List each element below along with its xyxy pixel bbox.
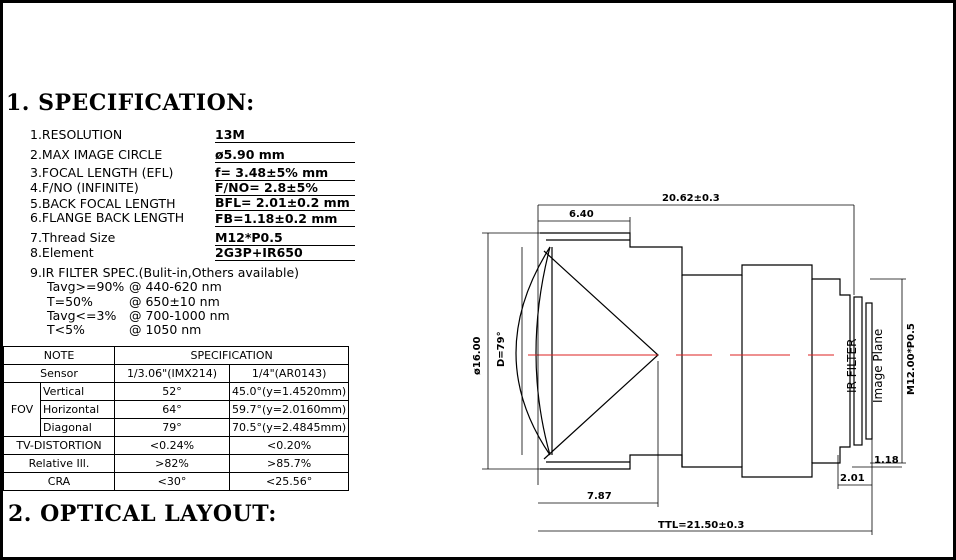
table-header-note: NOTE [3,346,115,365]
spec-label: 6.FLANGE BACK LENGTH [30,210,185,225]
label-image-plane: Image Plane [871,329,885,403]
ir-cond: Tavg<=3% [47,308,117,323]
cell: >82% [114,454,230,473]
dim-ttl: TTL=21.50±0.3 [658,520,744,531]
lens-body [515,232,873,478]
spec-table: NOTE SPECIFICATION Sensor 1/3.06"(IMX214… [3,346,350,491]
row-cra: CRA [3,472,115,491]
spec-value: F/NO= 2.8±5% [215,181,355,196]
cell: 1/4"(AR0143) [228,364,350,383]
cell: <0.24% [114,436,230,455]
spec-label: 2.MAX IMAGE CIRCLE [30,147,163,162]
ir-val: @ 650±10 nm [129,294,220,309]
row-fov: FOV [3,382,41,437]
cell: 1/3.06"(IMX214) [114,364,230,383]
ir-val: @ 440-620 nm [129,279,222,294]
section1-title: 1. SPECIFICATION: [6,90,255,116]
ir-filter-title: 9.IR FILTER SPEC.(Bulit-in,Others availa… [30,265,300,280]
row-tv-distortion: TV-DISTORTION [3,436,115,455]
ir-val: @ 1050 nm [129,322,202,337]
dim-mid-length: 7.87 [587,491,612,502]
spec-label: 7.Thread Size [30,230,116,245]
spec-label: 8.Element [30,245,94,260]
cell: >85.7% [228,454,350,473]
dim-diameter: ø16.00 [472,336,483,375]
cell: 70.5°(y=2.4845mm) [228,418,350,437]
spec-value: 13M [215,128,355,143]
spec-value: ø5.90 mm [215,148,355,163]
row-sensor: Sensor [3,364,115,383]
row-relative-ill: Relative Ill. [3,454,115,473]
ir-cond: T<5% [47,322,85,337]
dim-fov: D=79° [496,331,507,367]
ir-val: @ 700-1000 nm [129,308,230,323]
spec-value: FB=1.18±0.2 mm [215,212,355,227]
ir-cond: Tavg>=90% [47,279,125,294]
cell: 52° [114,382,230,401]
cell: 64° [114,400,230,419]
dim-bfl: 2.01 [840,473,865,484]
label-ir-filter: IR FILTER [845,339,859,393]
row-horizontal: Horizontal [40,400,115,419]
cell: <25.56° [228,472,350,491]
section2-title: 2. OPTICAL LAYOUT: [8,501,277,527]
dim-fb: 1.18 [874,455,899,466]
dimension-lines [482,204,906,535]
cell: 45.0°(y=1.4520mm) [228,382,350,401]
spec-value: f= 3.48±5% mm [215,166,355,181]
spec-label: 4.F/NO (INFINITE) [30,180,139,195]
spec-label: 1.RESOLUTION [30,127,123,142]
dim-front-length: 6.40 [569,209,594,220]
row-diagonal: Diagonal [40,418,115,437]
cell: 79° [114,418,230,437]
cell: 59.7°(y=2.0160mm) [228,400,350,419]
spec-value: BFL= 2.01±0.2 mm [215,196,355,211]
cell: <30° [114,472,230,491]
lens-drawing: 20.62±0.3 6.40 ø16.00 D=79° M12.00*P0.5 … [472,193,917,535]
table-header-specification: SPECIFICATION [113,346,350,365]
ir-cond: T=50% [47,294,93,309]
spec-value: 2G3P+IR650 [215,246,355,261]
row-vertical: Vertical [40,382,115,401]
spec-label: 5.BACK FOCAL LENGTH [30,196,176,211]
cell: <0.20% [228,436,350,455]
spec-label: 3.FOCAL LENGTH (EFL) [30,165,174,180]
dim-thread: M12.00*P0.5 [906,323,917,395]
spec-value: M12*P0.5 [215,231,355,246]
dim-overall-length: 20.62±0.3 [662,193,720,204]
